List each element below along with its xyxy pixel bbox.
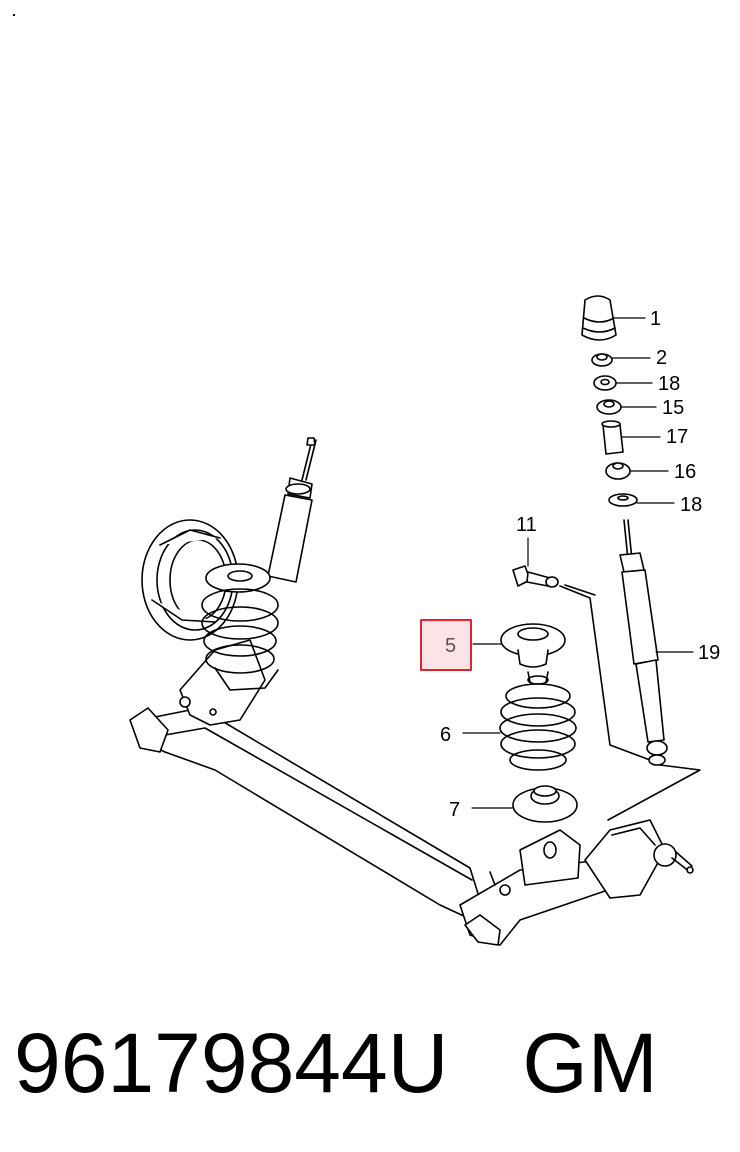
callout-18a: 18 — [658, 373, 680, 395]
highlight-box — [420, 619, 472, 671]
spacer-sleeve — [601, 420, 624, 455]
rubber-bushing-upper — [596, 399, 622, 415]
callout-15: 15 — [662, 397, 684, 419]
lower-spring-seat — [512, 785, 578, 823]
callout-16: 16 — [674, 461, 696, 483]
rubber-bushing-lower — [605, 462, 631, 480]
callout-2: 2 — [656, 347, 667, 369]
upper-spring-seat — [500, 623, 566, 668]
leader-lines — [462, 317, 694, 809]
callout-6: 6 — [440, 724, 451, 746]
brake-drum-hub — [141, 519, 266, 726]
callout-labels: 1 2 18 15 17 16 18 11 19 5 6 7 — [440, 308, 720, 821]
part-info: 96179844U GM — [14, 1008, 726, 1118]
right-shock-absorber — [607, 519, 701, 821]
callout-7: 7 — [449, 799, 460, 821]
bump-stop — [581, 295, 617, 341]
left-shock-absorber — [267, 437, 317, 583]
callout-19: 19 — [698, 642, 720, 664]
callout-18b: 18 — [680, 494, 702, 516]
left-coil-spring — [201, 563, 279, 691]
part-number: 96179844U — [14, 1016, 449, 1110]
brand-name: GM — [522, 1016, 658, 1110]
mounting-bolt — [512, 565, 651, 761]
callout-5: 5 — [445, 635, 456, 657]
rear-axle-beam — [129, 707, 694, 946]
callout-17: 17 — [666, 426, 688, 448]
callout-1: 1 — [650, 308, 661, 330]
callout-11: 11 — [516, 514, 537, 536]
stray-dot — [13, 14, 15, 16]
washer-lower — [608, 493, 638, 507]
nut — [591, 353, 613, 367]
coil-spring — [499, 671, 577, 771]
washer-upper — [593, 375, 617, 391]
